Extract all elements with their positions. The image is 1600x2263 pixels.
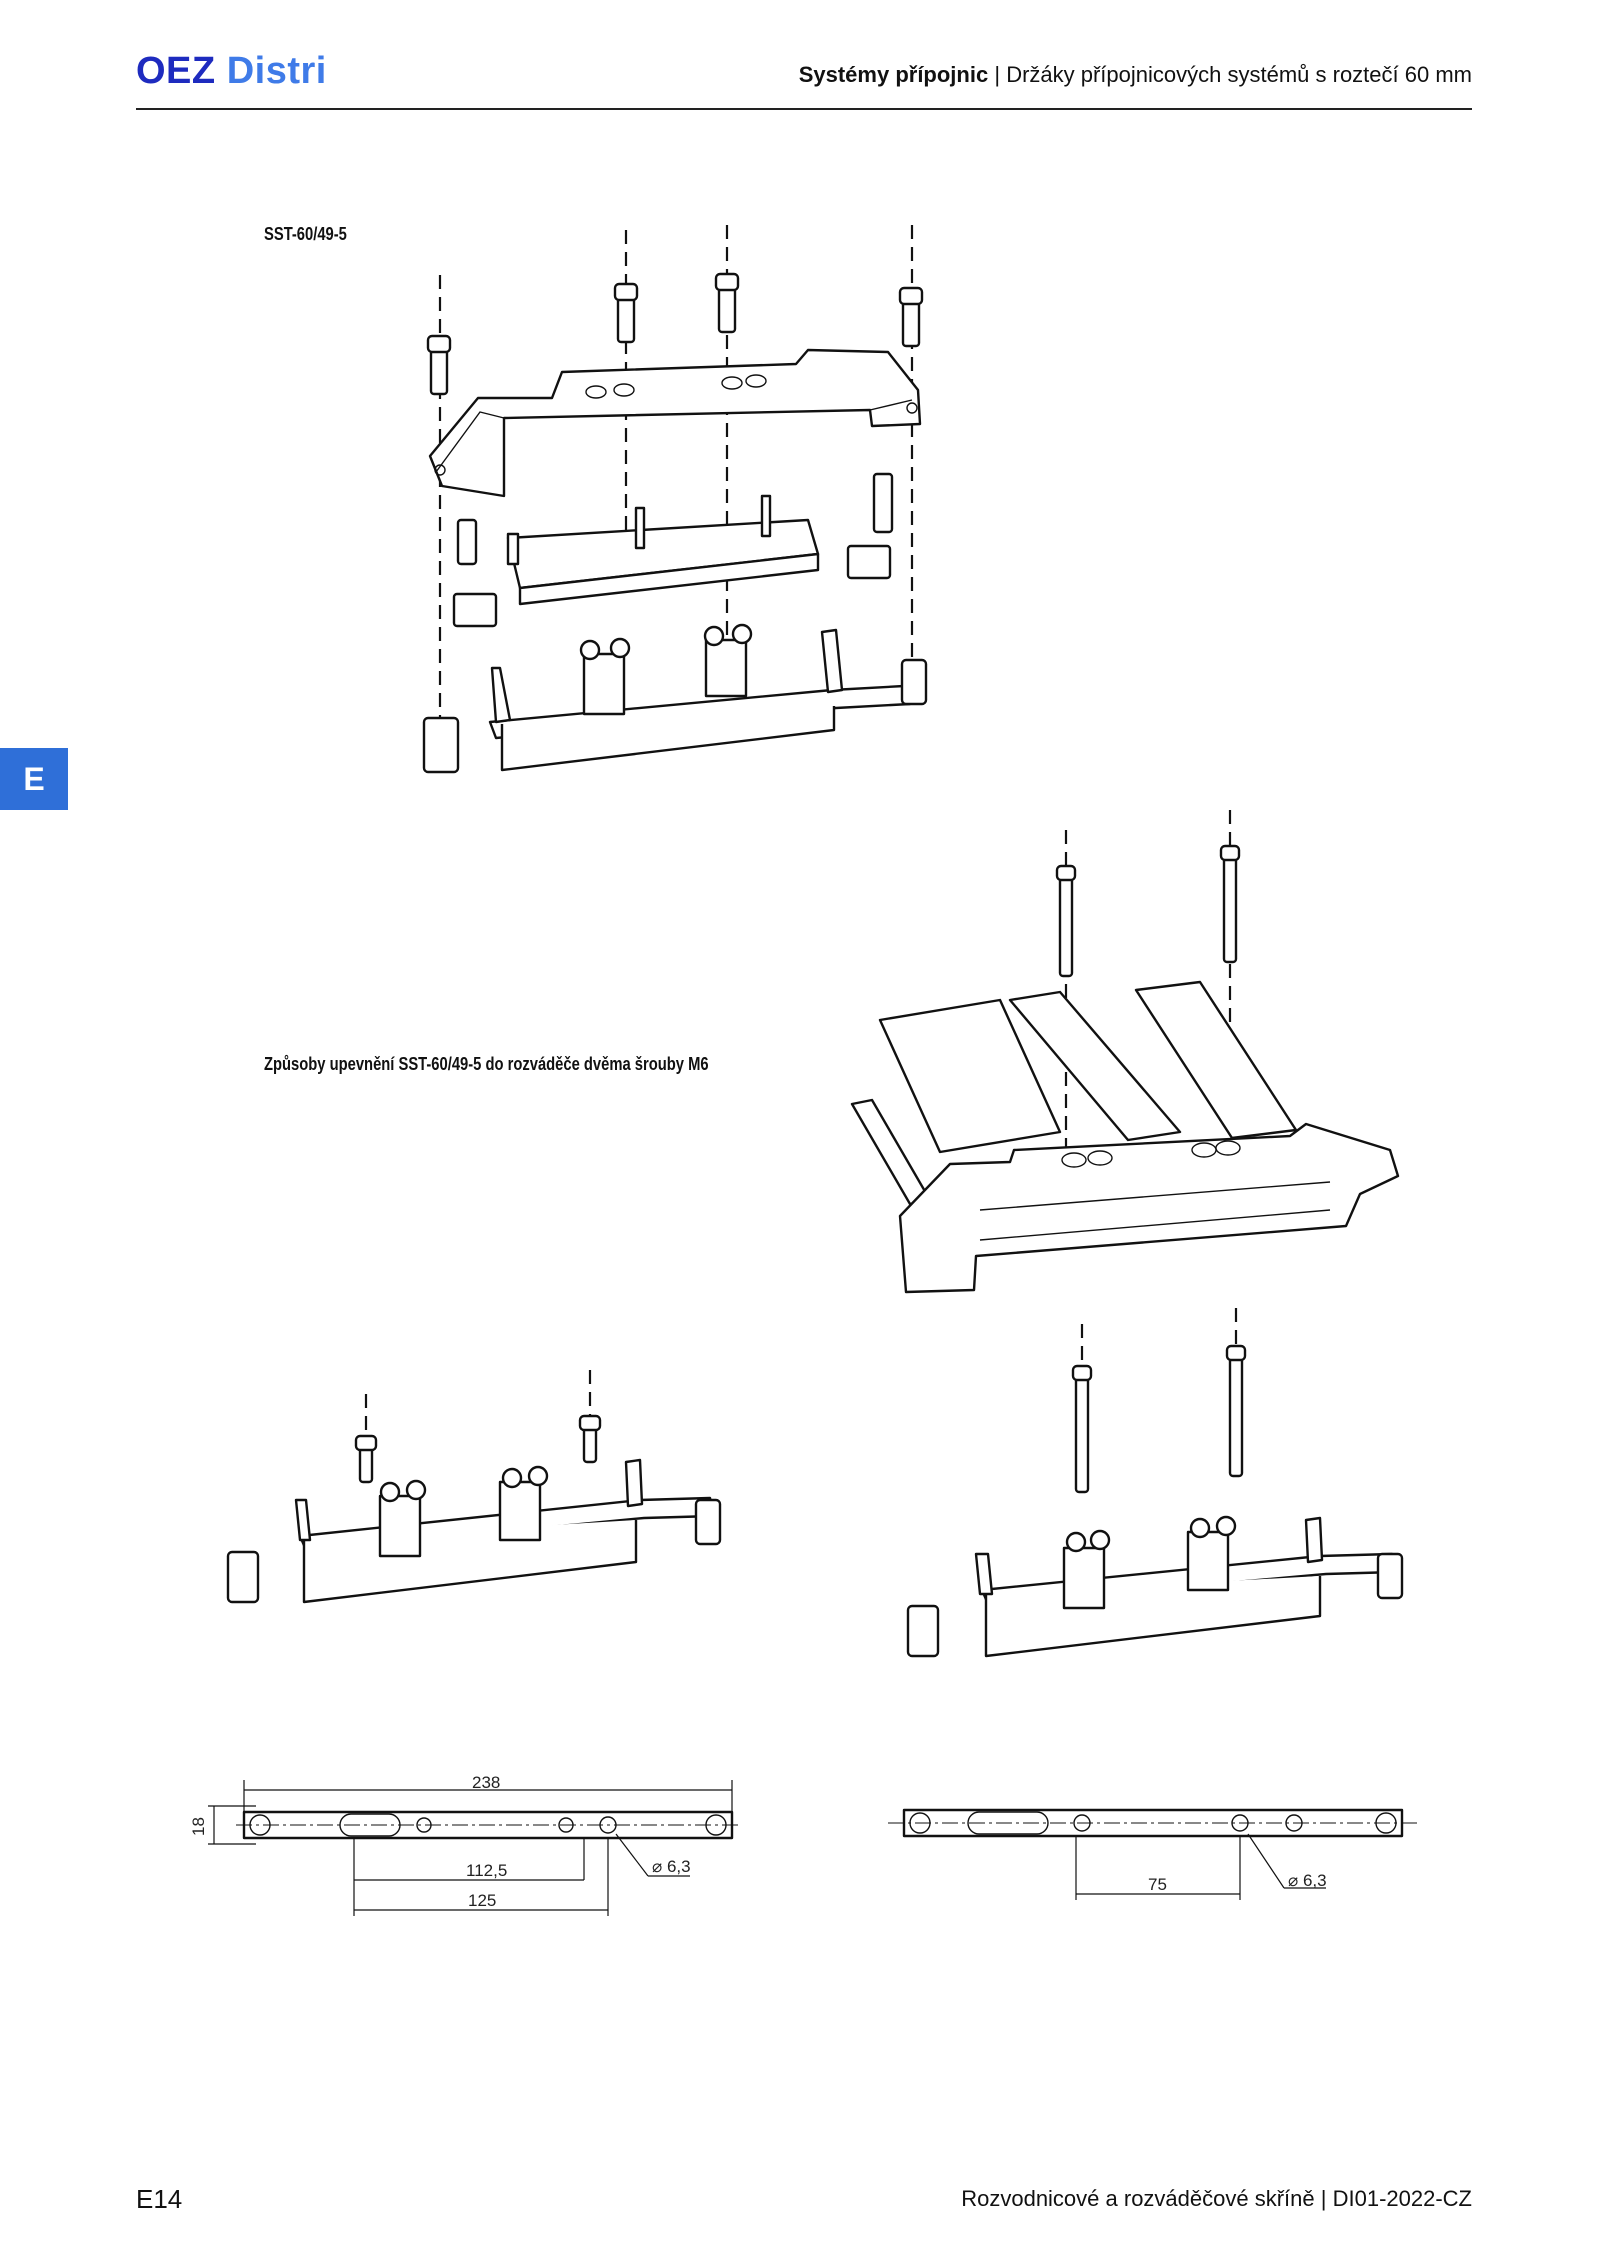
dimension-drawing-left bbox=[208, 1780, 740, 1916]
holder-view-3 bbox=[906, 1515, 1404, 1658]
long-screw-3 bbox=[1071, 1364, 1093, 1494]
top-cover-part bbox=[428, 348, 922, 498]
dimension-drawing-right bbox=[888, 1808, 1418, 1900]
busbars bbox=[850, 980, 1298, 1206]
screw-4 bbox=[898, 286, 924, 348]
dim-hole-left: ⌀ 6,3 bbox=[652, 1857, 691, 1876]
footer-title: Rozvodnicové a rozváděčové skříně bbox=[961, 2186, 1315, 2211]
clip-left-lower bbox=[452, 592, 498, 628]
section-header: Systémy přípojnic | Držáky přípojnicovýc… bbox=[799, 62, 1472, 88]
inner-part bbox=[506, 494, 820, 606]
dim-hole-right: ⌀ 6,3 bbox=[1288, 1871, 1327, 1890]
holder-view-2 bbox=[226, 1458, 722, 1604]
mounting-caption: Způsoby upevnění SST-60/49-5 do rozváděč… bbox=[264, 1054, 709, 1074]
clip-right-lower bbox=[846, 544, 892, 580]
dim-overall: 238 bbox=[472, 1773, 500, 1792]
short-screw-2 bbox=[578, 1414, 602, 1464]
footer-code: DI01-2022-CZ bbox=[1332, 2186, 1472, 2211]
dim-height: 18 bbox=[189, 1817, 208, 1836]
screw-3 bbox=[714, 272, 740, 334]
long-screw-4 bbox=[1225, 1344, 1247, 1478]
clip-left-upper bbox=[456, 518, 478, 566]
product-caption: SST-60/49-5 bbox=[264, 224, 347, 244]
footer-separator: | bbox=[1320, 2186, 1327, 2211]
dim-spacing: 75 bbox=[1148, 1875, 1167, 1894]
logo-distri: Distri bbox=[226, 50, 327, 92]
chapter-tab[interactable]: E bbox=[0, 748, 68, 810]
header-separator: | bbox=[994, 62, 1001, 87]
header-rule bbox=[136, 108, 1472, 110]
logo-oez: OEZ bbox=[136, 50, 216, 92]
clip-right-upper bbox=[872, 472, 894, 534]
oez-distri-logo: OEZ Distri bbox=[136, 50, 327, 93]
screw-2 bbox=[613, 282, 639, 344]
dim-inner: 112,5 bbox=[466, 1861, 507, 1880]
section-title: Systémy přípojnic bbox=[798, 62, 989, 87]
dim-outer: 125 bbox=[468, 1891, 496, 1910]
section-subtitle: Držáky přípojnicových systémů s roztečí … bbox=[1006, 62, 1472, 87]
base-part bbox=[422, 623, 928, 774]
page-number: E14 bbox=[136, 2184, 183, 2214]
long-screw-2 bbox=[1219, 844, 1241, 964]
footer-doc: Rozvodnicové a rozváděčové skříně | DI01… bbox=[961, 2186, 1472, 2212]
short-screw-1 bbox=[354, 1434, 378, 1484]
long-screw-1 bbox=[1055, 864, 1077, 978]
mounted-holder bbox=[898, 1122, 1400, 1294]
screw-1 bbox=[426, 334, 452, 396]
